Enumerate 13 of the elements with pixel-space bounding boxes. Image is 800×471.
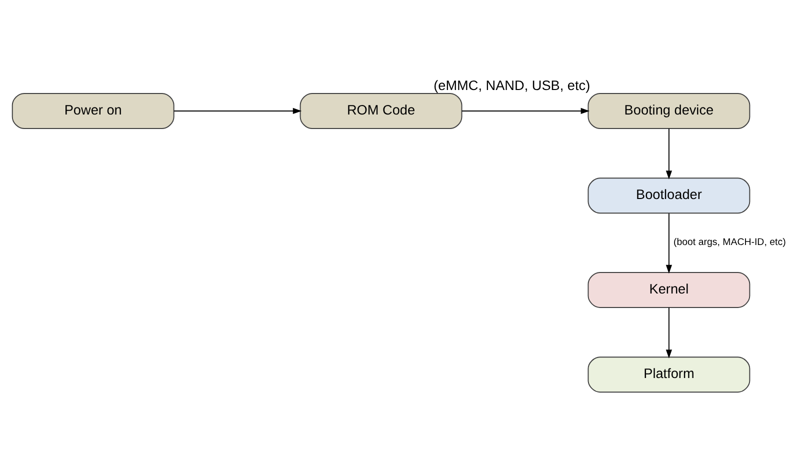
arrow (462, 108, 590, 114)
node-box: Power on (12, 93, 174, 129)
edge-label: (boot args, MACH-ID, etc) (673, 237, 786, 248)
node-box: Bootloader (588, 178, 750, 214)
node-box: ROM Code (300, 93, 462, 129)
node-box: Booting device (588, 93, 750, 129)
arrow (666, 213, 672, 274)
node-box: Kernel (588, 272, 750, 308)
arrow (174, 108, 302, 114)
node-box: Platform (588, 356, 750, 393)
arrow (666, 307, 672, 358)
node-label: (eMMC, NAND, USB, etc) (434, 78, 590, 93)
arrow (666, 128, 672, 180)
